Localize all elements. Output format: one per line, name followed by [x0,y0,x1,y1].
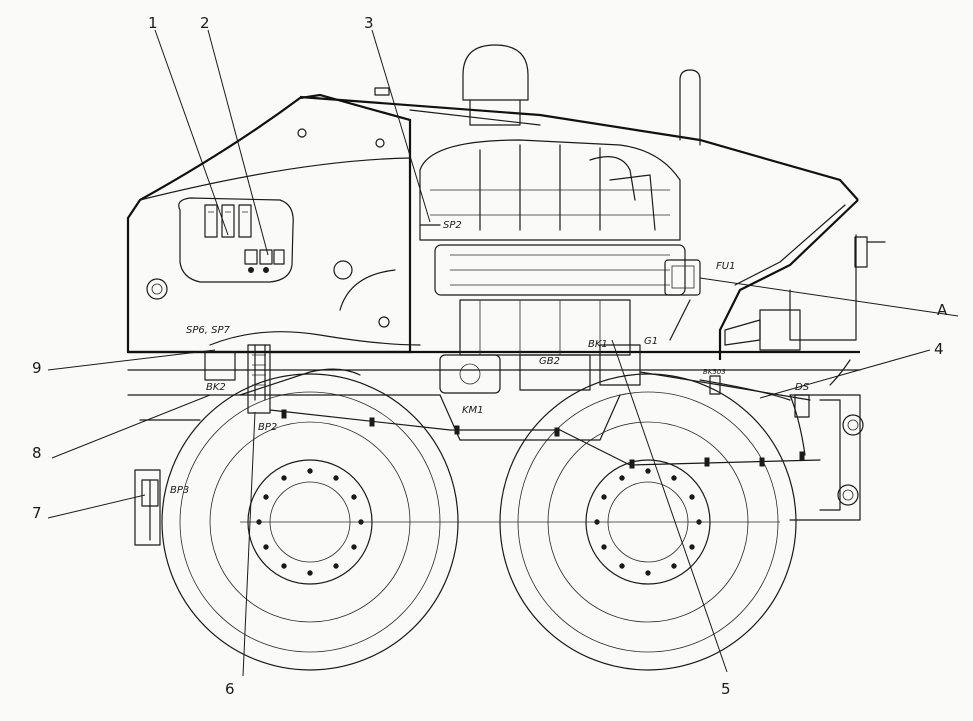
callout-9: 9 [32,359,42,377]
operator-panel [146,128,396,328]
callout-4: 4 [934,340,944,358]
beacon [374,87,390,96]
exhaust-and-air-filter [462,44,701,146]
horn-connector [854,236,868,268]
switch-bk2 [204,351,236,381]
leader-lines [47,29,959,677]
filler-cap [333,260,353,280]
label-bk2: BK2 [206,382,226,393]
callout-3: 3 [364,14,374,32]
label-sp6-sp7: SP6, SP7 [186,325,230,336]
callout-2: 2 [200,14,210,32]
callout-6: 6 [225,680,235,698]
mount-bolt [297,128,307,138]
harness-clips [281,409,805,469]
fuel-tank-curve [339,269,396,311]
rear-wheel-bolts [256,468,364,576]
callout-5: 5 [721,680,731,698]
callout-a: A [937,301,948,319]
sensor-bk503 [709,375,721,395]
label-sp2: SP2 [443,220,462,231]
callout-1: 1 [148,14,158,32]
ignition-switch [146,278,168,300]
gauge-cluster [204,204,252,238]
callout-7: 7 [32,504,42,522]
callouts: 1 2 3 4 5 6 7 8 9 A [32,14,948,698]
machine-body [126,93,864,546]
label-fu1: FU1 [716,261,735,272]
sensor-ds [794,394,810,418]
label-g1: G1 [644,336,658,347]
label-gb2: GB2 [539,356,560,367]
label-bp2: BP2 [258,422,277,433]
mount-bolt [375,138,385,148]
label-bk503: BK503 [703,368,726,376]
relay-box-bp2 [247,344,271,414]
wiring-harness [209,224,851,469]
sensor-bp3 [141,479,159,507]
switch-block [244,249,285,273]
components [141,87,886,507]
callout-8: 8 [32,444,42,462]
engine-assembly [419,139,701,394]
component-labels: SP2 SP6, SP7 BK2 BP2 BP3 FU1 GB2 BK1 G1 … [170,220,810,496]
mount-bolt [378,316,390,328]
label-bp3: BP3 [170,485,189,496]
label-ds: DS [795,382,810,393]
label-km1: KM1 [462,405,484,416]
label-bk1: BK1 [588,339,608,350]
